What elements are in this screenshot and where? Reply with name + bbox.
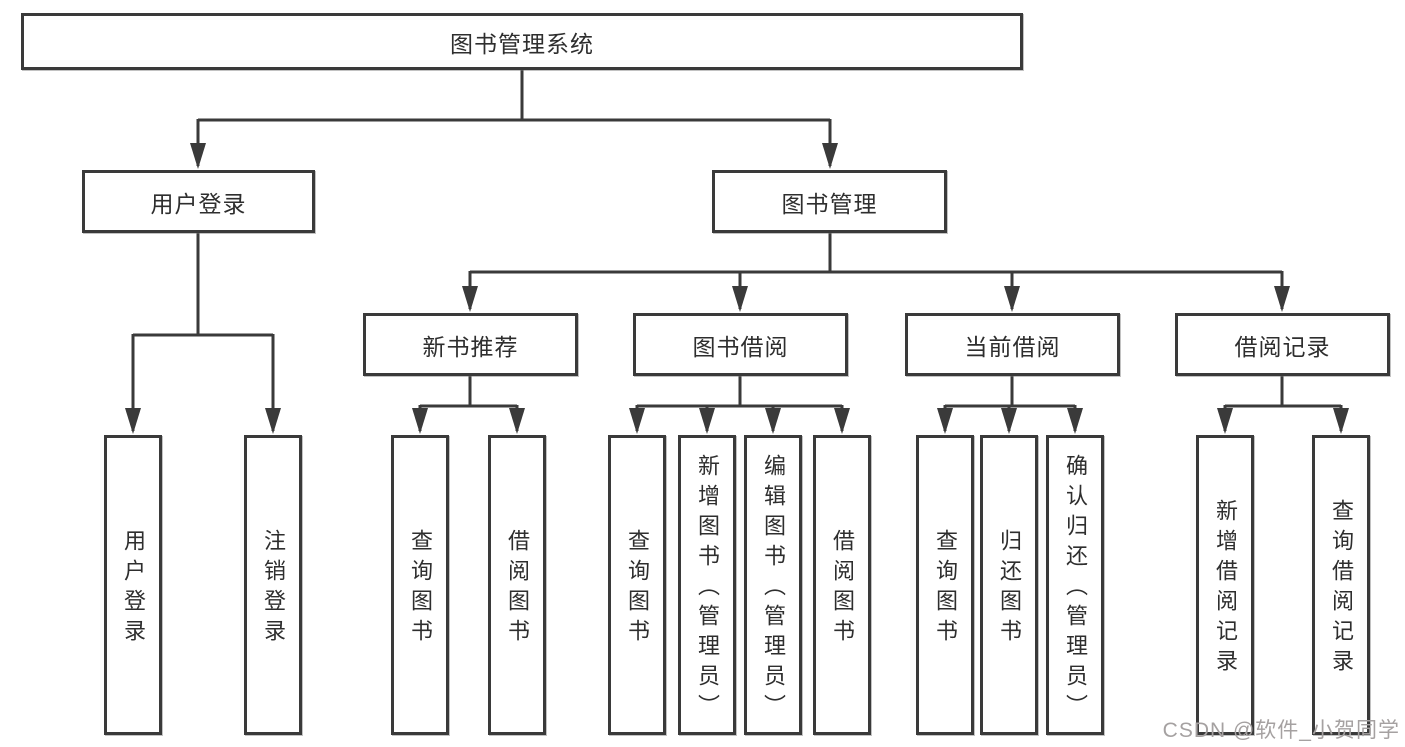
leaf-user-login: 用户登录: [104, 435, 162, 735]
leaf-borrow-book: 借阅图书: [813, 435, 871, 735]
leaf-query-borrow-record: 查询借阅记录: [1312, 435, 1370, 735]
leaf-logout: 注销登录: [244, 435, 302, 735]
node-borrow-record-label: 借阅记录: [1234, 333, 1331, 360]
leaf-add-book-admin: 新增图书（管理员）: [678, 435, 736, 735]
node-book-management-label: 图书管理: [781, 190, 878, 217]
leaf-logout-label: 注销登录: [261, 529, 286, 649]
leaf-recommend-borrow-book: 借阅图书: [488, 435, 546, 735]
node-library-system-label: 图书管理系统: [450, 30, 594, 57]
leaf-return-book: 归还图书: [980, 435, 1038, 735]
node-book-management: 图书管理: [712, 170, 947, 233]
leaf-add-book-admin-label: 新增图书（管理员）: [695, 454, 720, 724]
leaf-borrow-query-book: 查询图书: [608, 435, 666, 735]
leaf-confirm-return-admin-label: 确认归还（管理员）: [1063, 454, 1088, 724]
node-borrow-record: 借阅记录: [1175, 313, 1390, 376]
leaf-add-borrow-record-label: 新增借阅记录: [1213, 499, 1238, 679]
node-current-borrow: 当前借阅: [905, 313, 1120, 376]
leaf-recommend-query-book: 查询图书: [391, 435, 449, 735]
leaf-query-borrow-record-label: 查询借阅记录: [1329, 499, 1354, 679]
node-book-borrow: 图书借阅: [633, 313, 848, 376]
node-user-login-label: 用户登录: [150, 190, 247, 217]
watermark: CSDN @软件_小贺同学: [1162, 719, 1400, 742]
leaf-confirm-return-admin: 确认归还（管理员）: [1046, 435, 1104, 735]
leaf-add-borrow-record: 新增借阅记录: [1196, 435, 1254, 735]
leaf-current-query-book-label: 查询图书: [933, 529, 958, 649]
leaf-edit-book-admin: 编辑图书（管理员）: [744, 435, 802, 735]
node-book-borrow-label: 图书借阅: [692, 333, 789, 360]
leaf-borrow-query-book-label: 查询图书: [625, 529, 650, 649]
leaf-recommend-query-book-label: 查询图书: [408, 529, 433, 649]
node-new-book-recommend: 新书推荐: [363, 313, 578, 376]
node-user-login: 用户登录: [82, 170, 315, 233]
node-new-book-recommend-label: 新书推荐: [422, 333, 519, 360]
leaf-current-query-book: 查询图书: [916, 435, 974, 735]
leaf-borrow-book-label: 借阅图书: [830, 529, 855, 649]
leaf-return-book-label: 归还图书: [997, 529, 1022, 649]
node-library-system: 图书管理系统: [21, 13, 1023, 70]
leaf-user-login-label: 用户登录: [121, 529, 146, 649]
node-current-borrow-label: 当前借阅: [964, 333, 1061, 360]
leaf-edit-book-admin-label: 编辑图书（管理员）: [761, 454, 786, 724]
leaf-recommend-borrow-book-label: 借阅图书: [505, 529, 530, 649]
